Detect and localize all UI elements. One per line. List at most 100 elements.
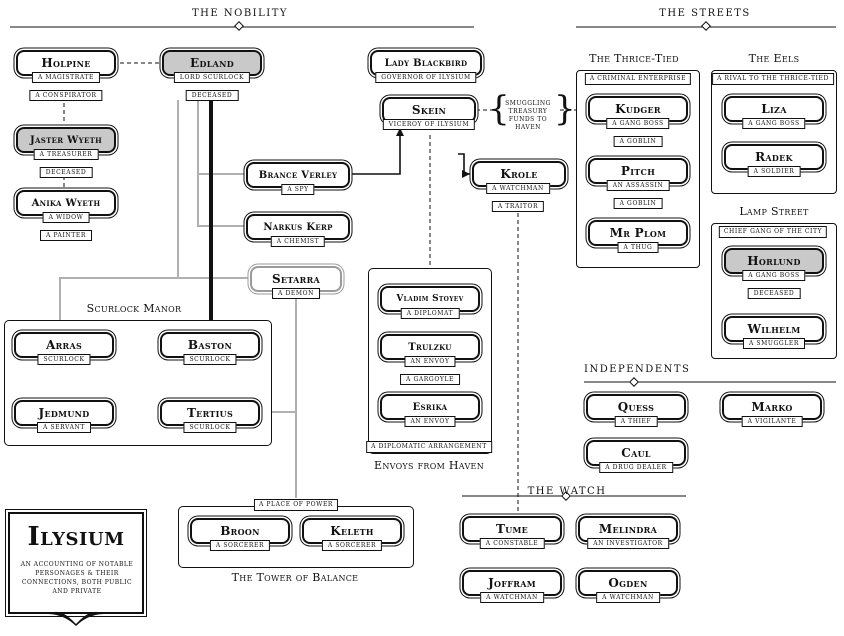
tag-wilhelm-role: A smuggler — [742, 338, 806, 349]
tag-jaster-status: Deceased — [39, 167, 93, 178]
person-broon[interactable]: Broon — [190, 518, 290, 544]
tag-vladim-role: A diplomat — [400, 308, 460, 319]
tag-tertius-family: Scurlock — [183, 422, 237, 433]
person-keleth-name: Keleth — [330, 524, 374, 538]
person-radek-name: Radek — [755, 150, 793, 164]
group-title-tower: The Tower of Balance — [231, 571, 359, 584]
person-edland-name: Edland — [190, 56, 234, 70]
tag-baston-family: Scurlock — [183, 354, 237, 365]
tag-pitch-role: An assassin — [606, 180, 670, 191]
tag-horlund-status: Deceased — [747, 288, 801, 299]
tag-arras-family: Scurlock — [37, 354, 91, 365]
map-subtitle: An accounting of notable personages & th… — [20, 561, 134, 595]
person-broon-name: Broon — [220, 524, 260, 538]
person-caul[interactable]: Caul — [586, 440, 686, 466]
person-narkus-name: Narkus Kerp — [263, 221, 333, 233]
person-vladim-name: Vladim Stoyev — [396, 294, 464, 304]
group-title-envoys: Envoys from Haven — [374, 459, 484, 472]
person-joffram[interactable]: Joffram — [462, 570, 562, 596]
person-horlund-name: Horlund — [747, 254, 801, 268]
group-title-thrice-tied: The Thrice-Tied — [589, 52, 679, 65]
person-baston[interactable]: Baston — [160, 332, 260, 358]
section-watch: The Watch — [527, 486, 607, 497]
person-anika-name: Anika Wyeth — [31, 197, 101, 209]
tag-krole-secret: A traitor — [491, 201, 545, 212]
tag-narkus-role: A chemist — [270, 236, 326, 247]
tag-anika-role: A widow — [42, 212, 90, 223]
person-pitch[interactable]: Pitch — [588, 158, 688, 184]
tag-kudger-kind: A goblin — [613, 136, 663, 147]
tag-ogden-role: A watchman — [596, 592, 660, 603]
person-tume-name: Tume — [495, 522, 529, 536]
arrowhead-skein — [396, 128, 404, 136]
section-nobility: The Nobility — [192, 8, 288, 19]
person-melindra-name: Melindra — [598, 522, 658, 536]
section-independents: Independents — [584, 364, 691, 375]
person-joffram-name: Joffram — [488, 576, 536, 590]
person-krole-name: Krole — [500, 167, 538, 181]
person-tertius-name: Tertius — [186, 406, 234, 420]
grey-links — [59, 100, 297, 498]
tag-setarra-role: A demon — [272, 288, 320, 299]
tag-joffram-role: A watchman — [480, 592, 544, 603]
tag-radek-role: A soldier — [747, 166, 801, 177]
tag-plom-role: A thug — [617, 242, 659, 253]
person-wilhelm-name: Wilhelm — [747, 322, 801, 336]
person-skein-name: Skein — [411, 103, 447, 117]
person-arras[interactable]: Arras — [14, 332, 114, 358]
person-esrika-name: Esrika — [412, 401, 448, 413]
person-blackbird-name: Lady Blackbird — [384, 57, 468, 69]
person-ogden-name: Ogden — [608, 576, 648, 590]
section-streets: The Streets — [659, 8, 751, 19]
tag-keleth-role: A sorcerer — [321, 540, 383, 551]
person-marko-name: Marko — [751, 400, 793, 414]
tag-caul-role: A drug dealer — [599, 462, 673, 473]
title-ornament — [48, 611, 104, 626]
tag-quess-role: A thief — [614, 416, 658, 427]
person-radek[interactable]: Radek — [724, 144, 824, 170]
person-quess-name: Quess — [617, 400, 655, 414]
person-jedmund[interactable]: Jedmund — [14, 400, 114, 426]
tag-trulzku-role: An envoy — [404, 356, 456, 367]
map-title: Ilysium — [27, 522, 125, 552]
tag-pitch-kind: A goblin — [613, 198, 663, 209]
group-caption-tower: A place of power — [253, 499, 339, 511]
tag-brance-role: A spy — [281, 184, 315, 195]
person-arras-name: Arras — [45, 338, 83, 352]
person-brance-name: Brance Verley — [258, 169, 338, 181]
tag-horlund-role: A gang boss — [742, 270, 806, 281]
person-kudger-name: Kudger — [615, 102, 661, 116]
tag-esrika-role: An envoy — [404, 416, 456, 427]
smuggling-note: Smuggling treasury funds to Haven — [505, 100, 551, 131]
person-ogden[interactable]: Ogden — [578, 570, 678, 596]
person-trulzku-name: Trulzku — [408, 341, 452, 353]
tag-holpine-secret: A conspirator — [29, 90, 103, 101]
tag-trulzku-kind: A gargoyle — [400, 374, 460, 385]
person-caul-name: Caul — [621, 446, 651, 460]
person-plom-name: Mr Plom — [609, 226, 667, 240]
tag-tume-role: A constable — [479, 538, 545, 549]
person-krole[interactable]: Krole — [472, 161, 566, 187]
group-caption-thrice-tied: A criminal enterprise — [584, 73, 692, 85]
note-bracket-left: { — [488, 89, 510, 129]
tag-jedmund-role: A servant — [37, 422, 91, 433]
tag-jaster-role: A treasurer — [33, 149, 99, 160]
tag-krole-role: A watchman — [486, 183, 550, 194]
person-wilhelm[interactable]: Wilhelm — [724, 316, 824, 342]
person-holpine-name: Holpine — [41, 56, 91, 70]
person-jaster-name: Jaster Wyeth — [29, 134, 103, 146]
person-jedmund-name: Jedmund — [38, 406, 90, 420]
arrowhead-krole — [462, 170, 470, 178]
title-card: Ilysium An accounting of notable persona… — [8, 512, 144, 614]
tag-edland-status: Deceased — [185, 90, 239, 101]
group-caption-lamp-street: Chief gang of the city — [718, 226, 828, 238]
tag-marko-role: A vigilante — [741, 416, 803, 427]
person-mr-plom[interactable]: Mr Plom — [588, 220, 688, 246]
tag-broon-role: A sorcerer — [209, 540, 271, 551]
person-setarra-name: Setarra — [271, 272, 321, 286]
note-bracket-right: } — [554, 89, 576, 129]
group-caption-eels: A rival to the Thrice-Tied — [712, 73, 834, 85]
tag-kudger-role: A gang boss — [606, 118, 670, 129]
person-esrika[interactable]: Esrika — [380, 394, 480, 420]
